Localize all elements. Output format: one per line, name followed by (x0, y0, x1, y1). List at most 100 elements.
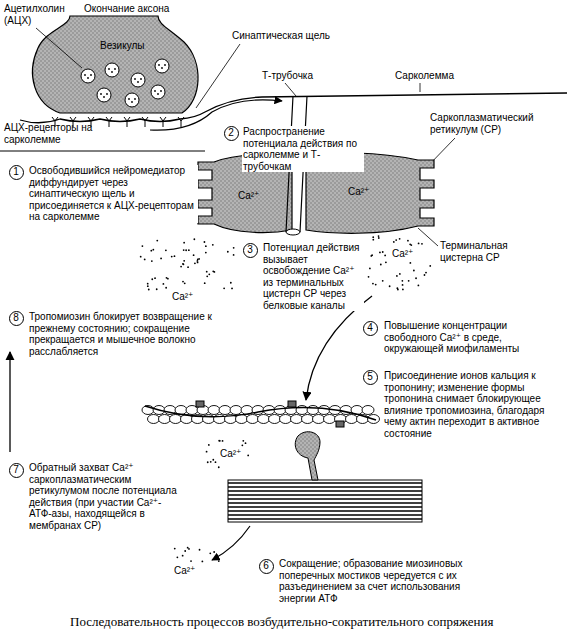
ach-molecule (164, 64, 166, 66)
calcium-ion (402, 284, 404, 286)
calcium-ion (187, 547, 189, 549)
troponin (196, 401, 204, 407)
calcium-ion (233, 247, 235, 249)
myosin-strand (228, 518, 422, 519)
relaxation-arrow (9, 352, 10, 452)
calcium-ion (230, 282, 232, 284)
calcium-ion (213, 551, 215, 553)
callout-circle: 1 (9, 165, 24, 180)
calcium-ion (174, 548, 176, 550)
calcium-ion (378, 237, 380, 239)
actin-bead (324, 415, 336, 424)
calcium-ion (207, 461, 209, 463)
calcium-ion (204, 282, 206, 284)
calcium-ion (399, 238, 401, 240)
leader-line (285, 83, 296, 96)
calcium-ion (188, 548, 190, 550)
vesicle (105, 63, 119, 77)
calcium-ion (222, 440, 224, 442)
calcium-ion (417, 284, 419, 286)
myosin-strand (228, 510, 422, 511)
thin-filament (142, 401, 380, 427)
calcium-ion (408, 280, 410, 282)
myosin-strand (228, 498, 422, 499)
calcium-ion (194, 262, 196, 264)
ion-label: Ca²⁺ (172, 291, 193, 303)
callout-circle: 7 (9, 463, 24, 478)
vesicle (125, 93, 139, 107)
callout-circle: 3 (243, 243, 258, 258)
leader-line (196, 44, 240, 108)
part-label: Везикулы (100, 40, 160, 52)
calcium-ion (165, 249, 167, 251)
myosin-strand (228, 514, 422, 515)
callout-circle: 6 (259, 559, 274, 574)
actin-bead (208, 406, 220, 415)
calcium-ion (156, 288, 158, 290)
sarcolemma-lower (0, 151, 205, 152)
calcium-ion (188, 249, 190, 251)
calcium-ion (148, 289, 150, 291)
calcium-ion (162, 283, 164, 285)
calcium-ion (166, 277, 168, 279)
calcium-ion (379, 252, 381, 254)
calcium-ion (397, 289, 399, 291)
calcium-ion (219, 440, 221, 442)
callout-number: 7 (13, 465, 19, 475)
calcium-ion (147, 283, 149, 285)
calcium-ion (206, 275, 208, 277)
leader-line (420, 83, 421, 92)
calcium-ion (241, 444, 243, 446)
calcium-ion (190, 560, 192, 562)
calcium-ion (425, 272, 427, 274)
vesicle (155, 59, 169, 73)
calcium-ion (393, 241, 395, 243)
calcium-ion (160, 258, 162, 260)
thick-filament-outline (228, 480, 422, 522)
calcium-ion (399, 273, 401, 275)
calcium-ion (141, 245, 143, 247)
ach-molecule (103, 96, 105, 98)
calcium-ion (204, 241, 206, 243)
ion-label: Ca²⁺ (348, 186, 369, 198)
actin-bead (258, 415, 270, 424)
part-label: Терминальная цистерна СР (440, 240, 550, 263)
reuptake-arrow (212, 526, 250, 560)
troponin (336, 421, 344, 427)
vesicle (131, 73, 145, 87)
step-description: Повышение концентрации свободного Ca²⁺ в… (383, 320, 561, 355)
calcium-ion (206, 271, 208, 273)
actin-bead (148, 415, 160, 424)
calcium-ion (227, 251, 229, 253)
troponin (288, 401, 296, 407)
actin-bead (346, 415, 358, 424)
ach-molecule (137, 81, 139, 83)
leader-line (418, 228, 438, 246)
calcium-ion (150, 250, 152, 252)
vesicle (97, 88, 111, 102)
ach-molecule (87, 77, 89, 79)
calcium-ion (210, 461, 212, 463)
calcium-ion (424, 274, 426, 276)
calcium-ion (418, 242, 420, 244)
step-description: Сокращение; образование миозиновых попер… (278, 558, 490, 604)
ach-receptor (106, 117, 112, 127)
calcium-ion (247, 455, 249, 457)
callout-number: 8 (13, 313, 19, 323)
calcium-ion (233, 254, 235, 256)
calcium-ion (223, 287, 225, 289)
ach-molecule (154, 90, 156, 92)
calcium-ion (183, 260, 185, 262)
tropomyosin (145, 406, 376, 420)
calcium-ion (206, 451, 208, 453)
callout-circle: 2 (224, 126, 239, 141)
actin-bead (230, 406, 242, 415)
calcium-ion (185, 249, 187, 251)
part-label: Т-трубочка (262, 70, 332, 82)
step-description: Тропомиозин блокирует возвращение к преж… (28, 311, 228, 357)
calcium-ion (212, 244, 214, 246)
step-description: Потенциал действия вызывает освобождение… (262, 242, 364, 311)
calcium-ion (231, 288, 233, 290)
calcium-ion (187, 266, 189, 268)
calcium-ion (151, 260, 153, 262)
